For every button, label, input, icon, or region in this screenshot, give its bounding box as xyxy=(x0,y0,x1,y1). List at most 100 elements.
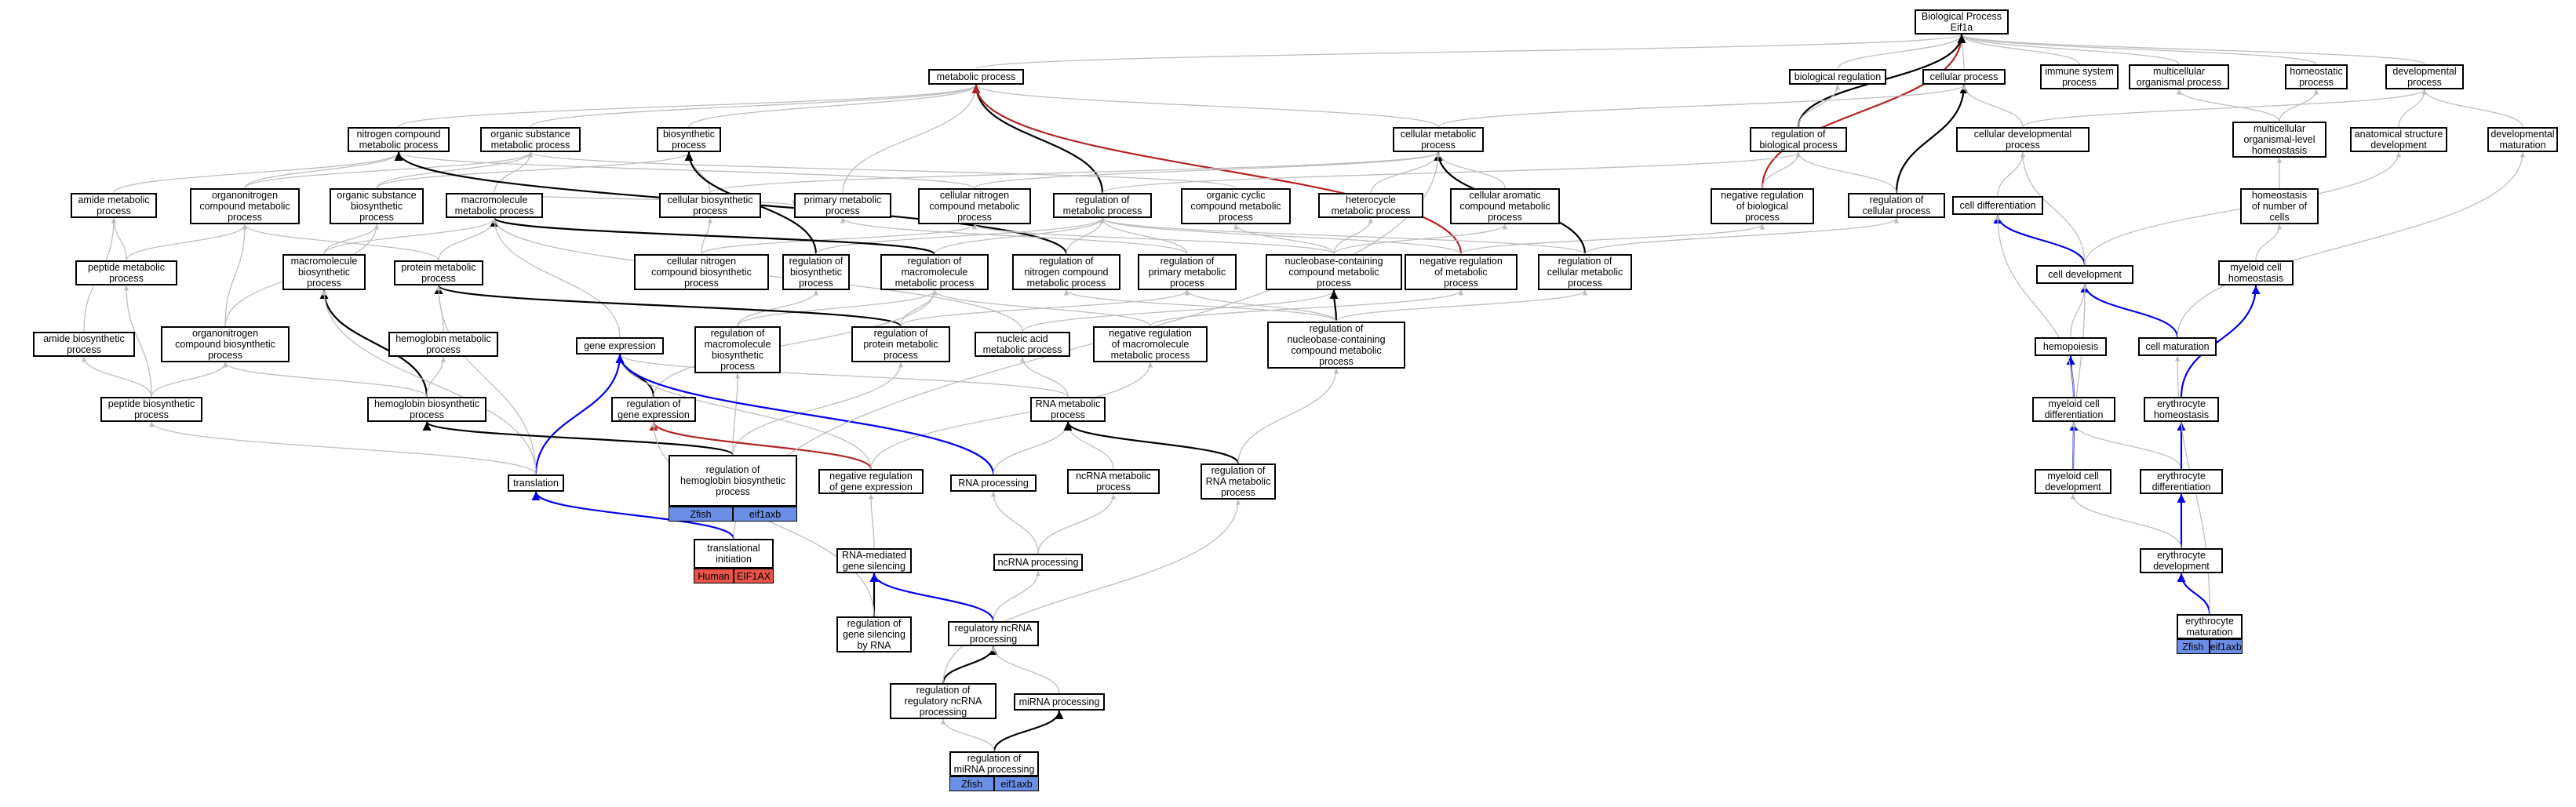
edge-regnucmet-to-regnitmet xyxy=(1063,289,1337,322)
node-amidemet[interactable]: amide metabolic process xyxy=(71,193,157,218)
gene-tag[interactable]: eif1axb xyxy=(733,507,797,522)
edge-negregmacro-to-negregmet xyxy=(1150,289,1464,327)
species-tag[interactable]: Zfish xyxy=(2177,639,2210,654)
node-mirnaproc[interactable]: miRNA processing xyxy=(1014,693,1105,711)
node-macrobio[interactable]: macromolecule biosynthetic process xyxy=(282,254,366,290)
edge-regnucmet-to-nucmet xyxy=(1329,289,1339,322)
species-tag[interactable]: Zfish xyxy=(949,776,994,791)
node-nitrogen[interactable]: nitrogen compound metabolic process xyxy=(348,127,450,152)
node-nucacid[interactable]: nucleic acid metabolic process xyxy=(975,332,1070,357)
node-macromet[interactable]: macromolecule metabolic process xyxy=(446,193,543,218)
node-regbiosyn[interactable]: regulation of biosynthetic process xyxy=(782,254,850,290)
edge-orgsubbio-to-orgsubst xyxy=(376,151,534,189)
node-homeocells[interactable]: homeostasis of number of cells xyxy=(2240,188,2319,224)
node-devproc[interactable]: developmental process xyxy=(2385,64,2464,89)
node-celldevproc[interactable]: cellular developmental process xyxy=(1956,127,2090,152)
node-rnaproc[interactable]: RNA processing xyxy=(950,474,1037,492)
node-regcellmet[interactable]: regulation of cellular metabolic process xyxy=(1538,254,1632,290)
node-ncrnaproc[interactable]: ncRNA processing xyxy=(993,554,1083,571)
species-tag[interactable]: Human xyxy=(694,569,734,583)
node-immune[interactable]: immune system process xyxy=(2040,64,2119,89)
node-regmacrobio[interactable]: regulation of macromolecule biosynthetic… xyxy=(694,326,781,373)
node-cellmat[interactable]: cell maturation xyxy=(2138,337,2217,356)
node-regprimmet[interactable]: regulation of primary metabolic process xyxy=(1138,254,1237,290)
node-anatdev[interactable]: anatomical structure development xyxy=(2350,127,2447,152)
node-orgnitbio[interactable]: organonitrogen compound biosynthetic pro… xyxy=(161,326,290,362)
species-tag[interactable]: Zfish xyxy=(669,507,733,522)
edge-regmacromet-to-macromet xyxy=(490,216,936,256)
node-peptmet[interactable]: peptide metabolic process xyxy=(75,260,177,285)
node-hemometab[interactable]: hemoglobin metabolic process xyxy=(388,332,498,357)
node-regprotmet[interactable]: regulation of protein metabolic process xyxy=(851,326,950,362)
node-negreggene[interactable]: negative regulation of gene expression xyxy=(818,469,924,494)
node-biosynth[interactable]: biosynthetic process xyxy=(657,127,721,152)
node-mcoh[interactable]: multicellular organismal-level homeostas… xyxy=(2232,122,2326,158)
node-transinit[interactable]: translational initiation xyxy=(694,539,774,569)
node-bioreg[interactable]: biological regulation xyxy=(1789,69,1886,85)
node-nucmet[interactable]: nucleobase-containing compound metabolic… xyxy=(1266,254,1402,290)
node-hemopoiesis[interactable]: hemopoiesis xyxy=(2035,337,2107,356)
gene-tag[interactable]: eif1axb xyxy=(2209,639,2243,654)
node-devmat[interactable]: developmental maturation xyxy=(2487,127,2558,152)
node-erythdiff[interactable]: erythrocyte differentiation xyxy=(2140,469,2223,494)
node-regnitmet[interactable]: regulation of nitrogen compound metaboli… xyxy=(1012,254,1120,290)
node-peptbio[interactable]: peptide biosynthetic process xyxy=(100,397,202,422)
node-reggeneexp[interactable]: regulation of gene expression xyxy=(611,397,696,422)
node-regmet[interactable]: regulation of metabolic process xyxy=(1053,193,1152,218)
node-primmet[interactable]: primary metabolic process xyxy=(794,193,891,218)
node-negregbio[interactable]: negative regulation of biological proces… xyxy=(1711,188,1814,224)
node-amidebio[interactable]: amide biosynthetic process xyxy=(33,332,135,357)
edge-reghemobio-to-hemobio xyxy=(422,420,734,456)
node-orgsubbio[interactable]: organic substance biosynthetic process xyxy=(330,188,424,224)
node-hetero[interactable]: heterocycle metabolic process xyxy=(1318,193,1423,218)
node-negregmet[interactable]: negative regulation of metabolic process xyxy=(1405,254,1518,290)
node-rnasilence[interactable]: RNA-mediated gene silencing xyxy=(836,548,912,573)
node-regrnamet[interactable]: regulation of RNA metabolic process xyxy=(1201,463,1276,500)
node-erythhomeo[interactable]: erythrocyte homeostasis xyxy=(2144,397,2219,422)
node-erythdev[interactable]: erythrocyte development xyxy=(2140,548,2223,573)
node-celldev[interactable]: cell development xyxy=(2036,265,2133,284)
node-ncrnamet[interactable]: ncRNA metabolic process xyxy=(1067,469,1160,494)
node-hemobio[interactable]: hemoglobin biosynthetic process xyxy=(367,397,486,422)
node-translation[interactable]: translation xyxy=(508,474,564,492)
node-homeostatic[interactable]: homeostatic process xyxy=(2285,64,2348,89)
node-myelhomeo[interactable]: myeloid cell homeostasis xyxy=(2218,260,2294,285)
node-regmacromet[interactable]: regulation of macromolecule metabolic pr… xyxy=(880,254,989,290)
node-multicell[interactable]: multicellular organismal process xyxy=(2129,64,2229,89)
node-regnucmet[interactable]: regulation of nucleobase-containing comp… xyxy=(1267,322,1405,369)
node-cellproc[interactable]: cellular process xyxy=(1922,69,2006,85)
node-orgsubst[interactable]: organic substance metabolic process xyxy=(480,127,581,152)
node-reghemobio[interactable]: regulation of hemoglobin biosynthetic pr… xyxy=(669,455,797,507)
node-cellbio[interactable]: cellular biosynthetic process xyxy=(659,193,761,218)
node-regmirna[interactable]: regulation of miRNA processing xyxy=(949,751,1039,776)
node-orgcyc[interactable]: organic cyclic compound metabolic proces… xyxy=(1181,188,1291,224)
node-regbio[interactable]: regulation of biological process xyxy=(1750,127,1847,152)
gene-tag[interactable]: eif1axb xyxy=(994,776,1039,791)
node-negregmacro[interactable]: negative regulation of macromolecule met… xyxy=(1093,326,1208,362)
edge-orgnitmet-to-nitrogen xyxy=(244,151,402,189)
node-regcell[interactable]: regulation of cellular process xyxy=(1848,193,1945,218)
node-cellnitbio[interactable]: cellular nitrogen compound biosynthetic … xyxy=(634,254,769,290)
edge-myeldiff-to-celldiff xyxy=(1995,214,2075,398)
node-metabolic[interactable]: metabolic process xyxy=(928,69,1024,85)
node-erythmat[interactable]: erythrocyte maturation xyxy=(2177,614,2243,639)
edge-peptbio-to-peptmet xyxy=(123,285,152,398)
node-cellarom[interactable]: cellular aromatic compound metabolic pro… xyxy=(1450,188,1560,224)
node-rnamet[interactable]: RNA metabolic process xyxy=(1030,397,1106,422)
node-myeldev[interactable]: myeloid cell development xyxy=(2035,469,2111,494)
node-celldiff[interactable]: cell differentiation xyxy=(1952,196,2043,215)
node-myeldiff[interactable]: myeloid cell differentiation xyxy=(2032,397,2115,422)
node-reggenesil[interactable]: regulation of gene silencing by RNA xyxy=(836,616,912,653)
node-root[interactable]: Biological Process Eif1a xyxy=(1915,9,2009,35)
node-cellmet[interactable]: cellular metabolic process xyxy=(1393,127,1484,152)
node-regncrnaproc[interactable]: regulatory ncRNA processing xyxy=(948,621,1039,646)
edge-multicell-to-root xyxy=(1958,34,2180,65)
node-protmet[interactable]: protein metabolic process xyxy=(394,260,483,285)
gene-tag[interactable]: EIF1AX xyxy=(734,569,774,583)
edge-cellmet-to-cellproc xyxy=(1437,84,1967,128)
node-regregncrna[interactable]: regulation of regulatory ncRNA processin… xyxy=(890,683,997,719)
node-orgnitmet[interactable]: organonitrogen compound metabolic proces… xyxy=(190,188,300,224)
node-geneexp[interactable]: gene expression xyxy=(576,337,664,354)
node-cellnitmet[interactable]: cellular nitrogen compound metabolic pro… xyxy=(918,188,1031,224)
